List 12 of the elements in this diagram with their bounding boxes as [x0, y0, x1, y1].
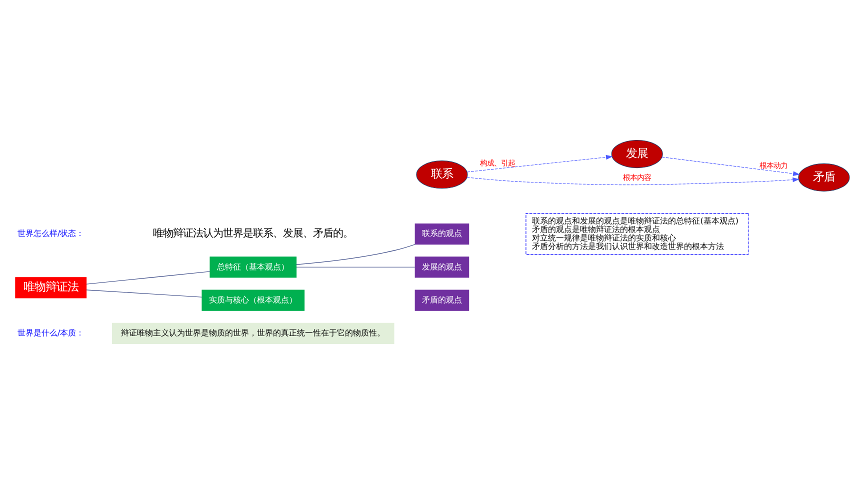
connector — [86, 271, 210, 284]
connector — [296, 244, 416, 265]
arrow — [466, 154, 613, 172]
node-ellipse: 联系 — [416, 160, 468, 189]
connector — [296, 266, 416, 268]
arrow — [466, 177, 800, 186]
arrow — [662, 156, 800, 176]
node-box: 唯物辩证法 — [15, 277, 87, 298]
node-ellipse: 发展 — [611, 140, 663, 168]
node-ellipse: 矛盾 — [798, 163, 850, 192]
connector — [86, 290, 202, 298]
label: 唯物辩证法认为世界是联系、发展、矛盾的。 — [153, 228, 354, 240]
